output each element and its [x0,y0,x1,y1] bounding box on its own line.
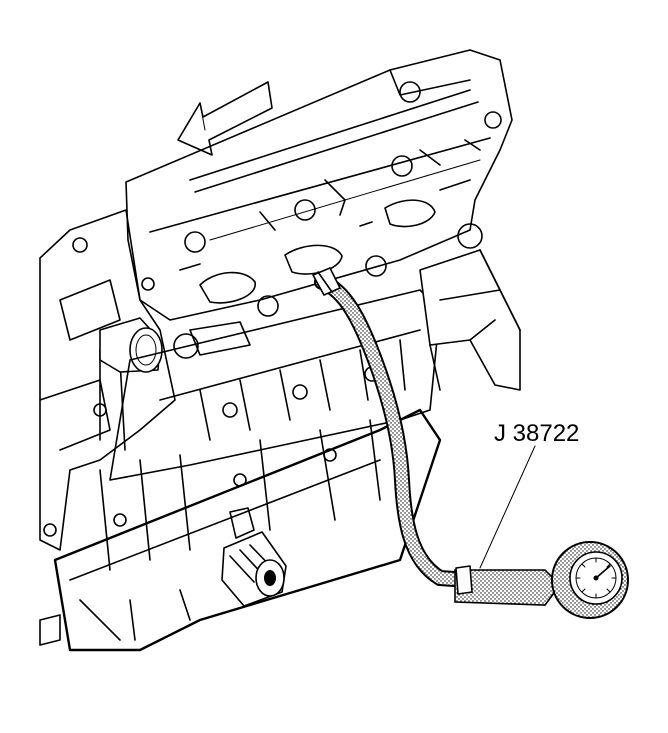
tool-callout-label: J 38722 [494,420,579,447]
engine-block-side [39,209,176,551]
pressure-gauge-icon [454,541,629,619]
engine-mount-bracket [419,249,521,391]
pressure-hose [312,267,476,588]
callout-leader-line [479,445,536,569]
front-direction-arrow-icon [177,81,273,156]
coolant-tube [99,317,163,373]
oil-pan [39,408,442,652]
valve-cover [125,49,513,321]
oil-filter [221,507,287,607]
exhaust-ports [173,179,483,359]
